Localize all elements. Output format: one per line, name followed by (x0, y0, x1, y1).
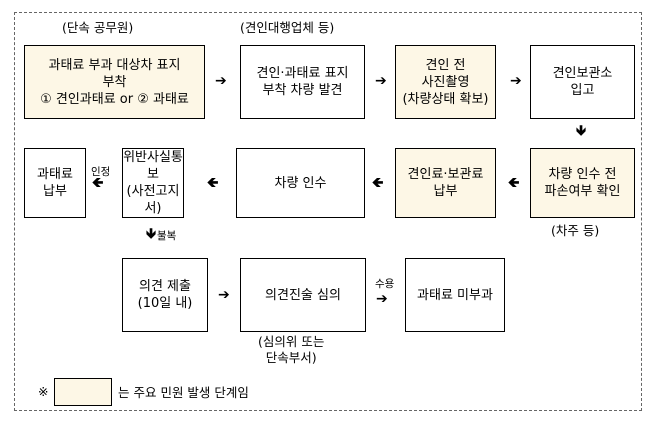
arrow-left-icon: 🡸 (372, 175, 384, 191)
arrow-down-icon: 🡻 (576, 123, 587, 139)
step-violation-notice: 위반사실통 보 (사전고지 서) (122, 148, 184, 218)
step-pay-fine: 과태료 납부 (24, 148, 86, 218)
arrow-left-icon: 🡸 (207, 175, 219, 191)
label-accept: 인정 (91, 166, 111, 178)
legend-swatch (54, 378, 112, 406)
arrow-down-icon: 🡻 (146, 226, 157, 242)
arrow-right-icon: ➔ (218, 287, 230, 303)
label-approve: 수용 (375, 278, 395, 290)
arrow-left-icon: 🡸 (92, 175, 104, 191)
step-attach-notice: 과태료 부과 대상차 표지 부착 ① 견인과태료 or ② 과태료 (24, 45, 205, 119)
arrow-right-icon: ➔ (510, 73, 522, 89)
label-enforcement-officer: (단속 공무원) (62, 20, 134, 35)
step-photo-before-tow: 견인 전 사진촬영 (차량상태 확보) (395, 45, 496, 119)
step-impound-entry: 견인보관소 입고 (530, 45, 635, 119)
legend-text: 는 주요 민원 발생 단계임 (118, 385, 249, 400)
legend-mark: ※ (38, 384, 49, 399)
arrow-right-icon: ➔ (376, 291, 388, 307)
step-pay-towing-fee: 견인료·보관료 납부 (395, 148, 496, 218)
label-committee: (심의위 또는 단속부서) (258, 334, 325, 365)
arrow-right-icon: ➔ (375, 73, 387, 89)
step-submit-opinion: 의견 제출 (10일 내) (122, 258, 208, 332)
step-vehicle-found: 견인·과태료 표지 부착 차량 발견 (240, 45, 365, 119)
step-no-fine: 과태료 미부과 (405, 258, 505, 332)
label-towing-company: (견인대행업체 등) (240, 20, 335, 35)
step-damage-check: 차량 인수 전 파손여부 확인 (530, 148, 635, 218)
diagram-frame (14, 12, 642, 411)
label-objection: 불복 (157, 230, 177, 242)
label-owner: (차주 등) (551, 223, 600, 238)
arrow-left-icon: 🡸 (508, 175, 520, 191)
arrow-right-icon: ➔ (215, 73, 227, 89)
step-review-hearing: 의견진술 심의 (240, 258, 366, 332)
step-vehicle-handover: 차량 인수 (236, 148, 365, 218)
